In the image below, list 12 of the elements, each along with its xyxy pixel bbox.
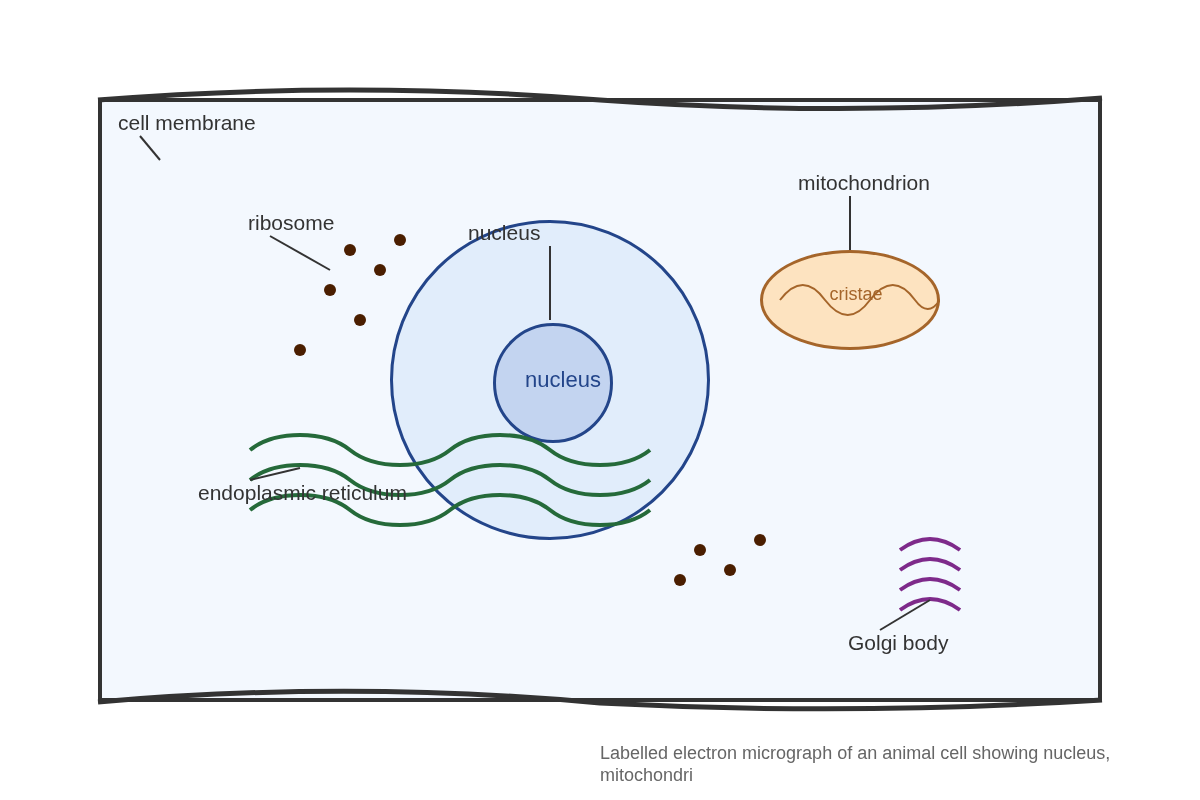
leader-line (139, 135, 161, 161)
leader-line (269, 235, 331, 271)
leader-line (249, 467, 301, 481)
part-label: cell membrane (118, 110, 266, 136)
caption: Labelled electron micrograph of an animal cell showing nucleus, mitochondri (600, 742, 1112, 786)
leader-line (849, 195, 851, 251)
organelle-label: nucleus (525, 367, 601, 393)
part-label: mitochondrion (798, 170, 940, 196)
part-label: ribosome (248, 210, 342, 236)
part-label: Golgi body (848, 630, 958, 656)
leader-line (549, 245, 551, 321)
leader-line (879, 599, 931, 631)
